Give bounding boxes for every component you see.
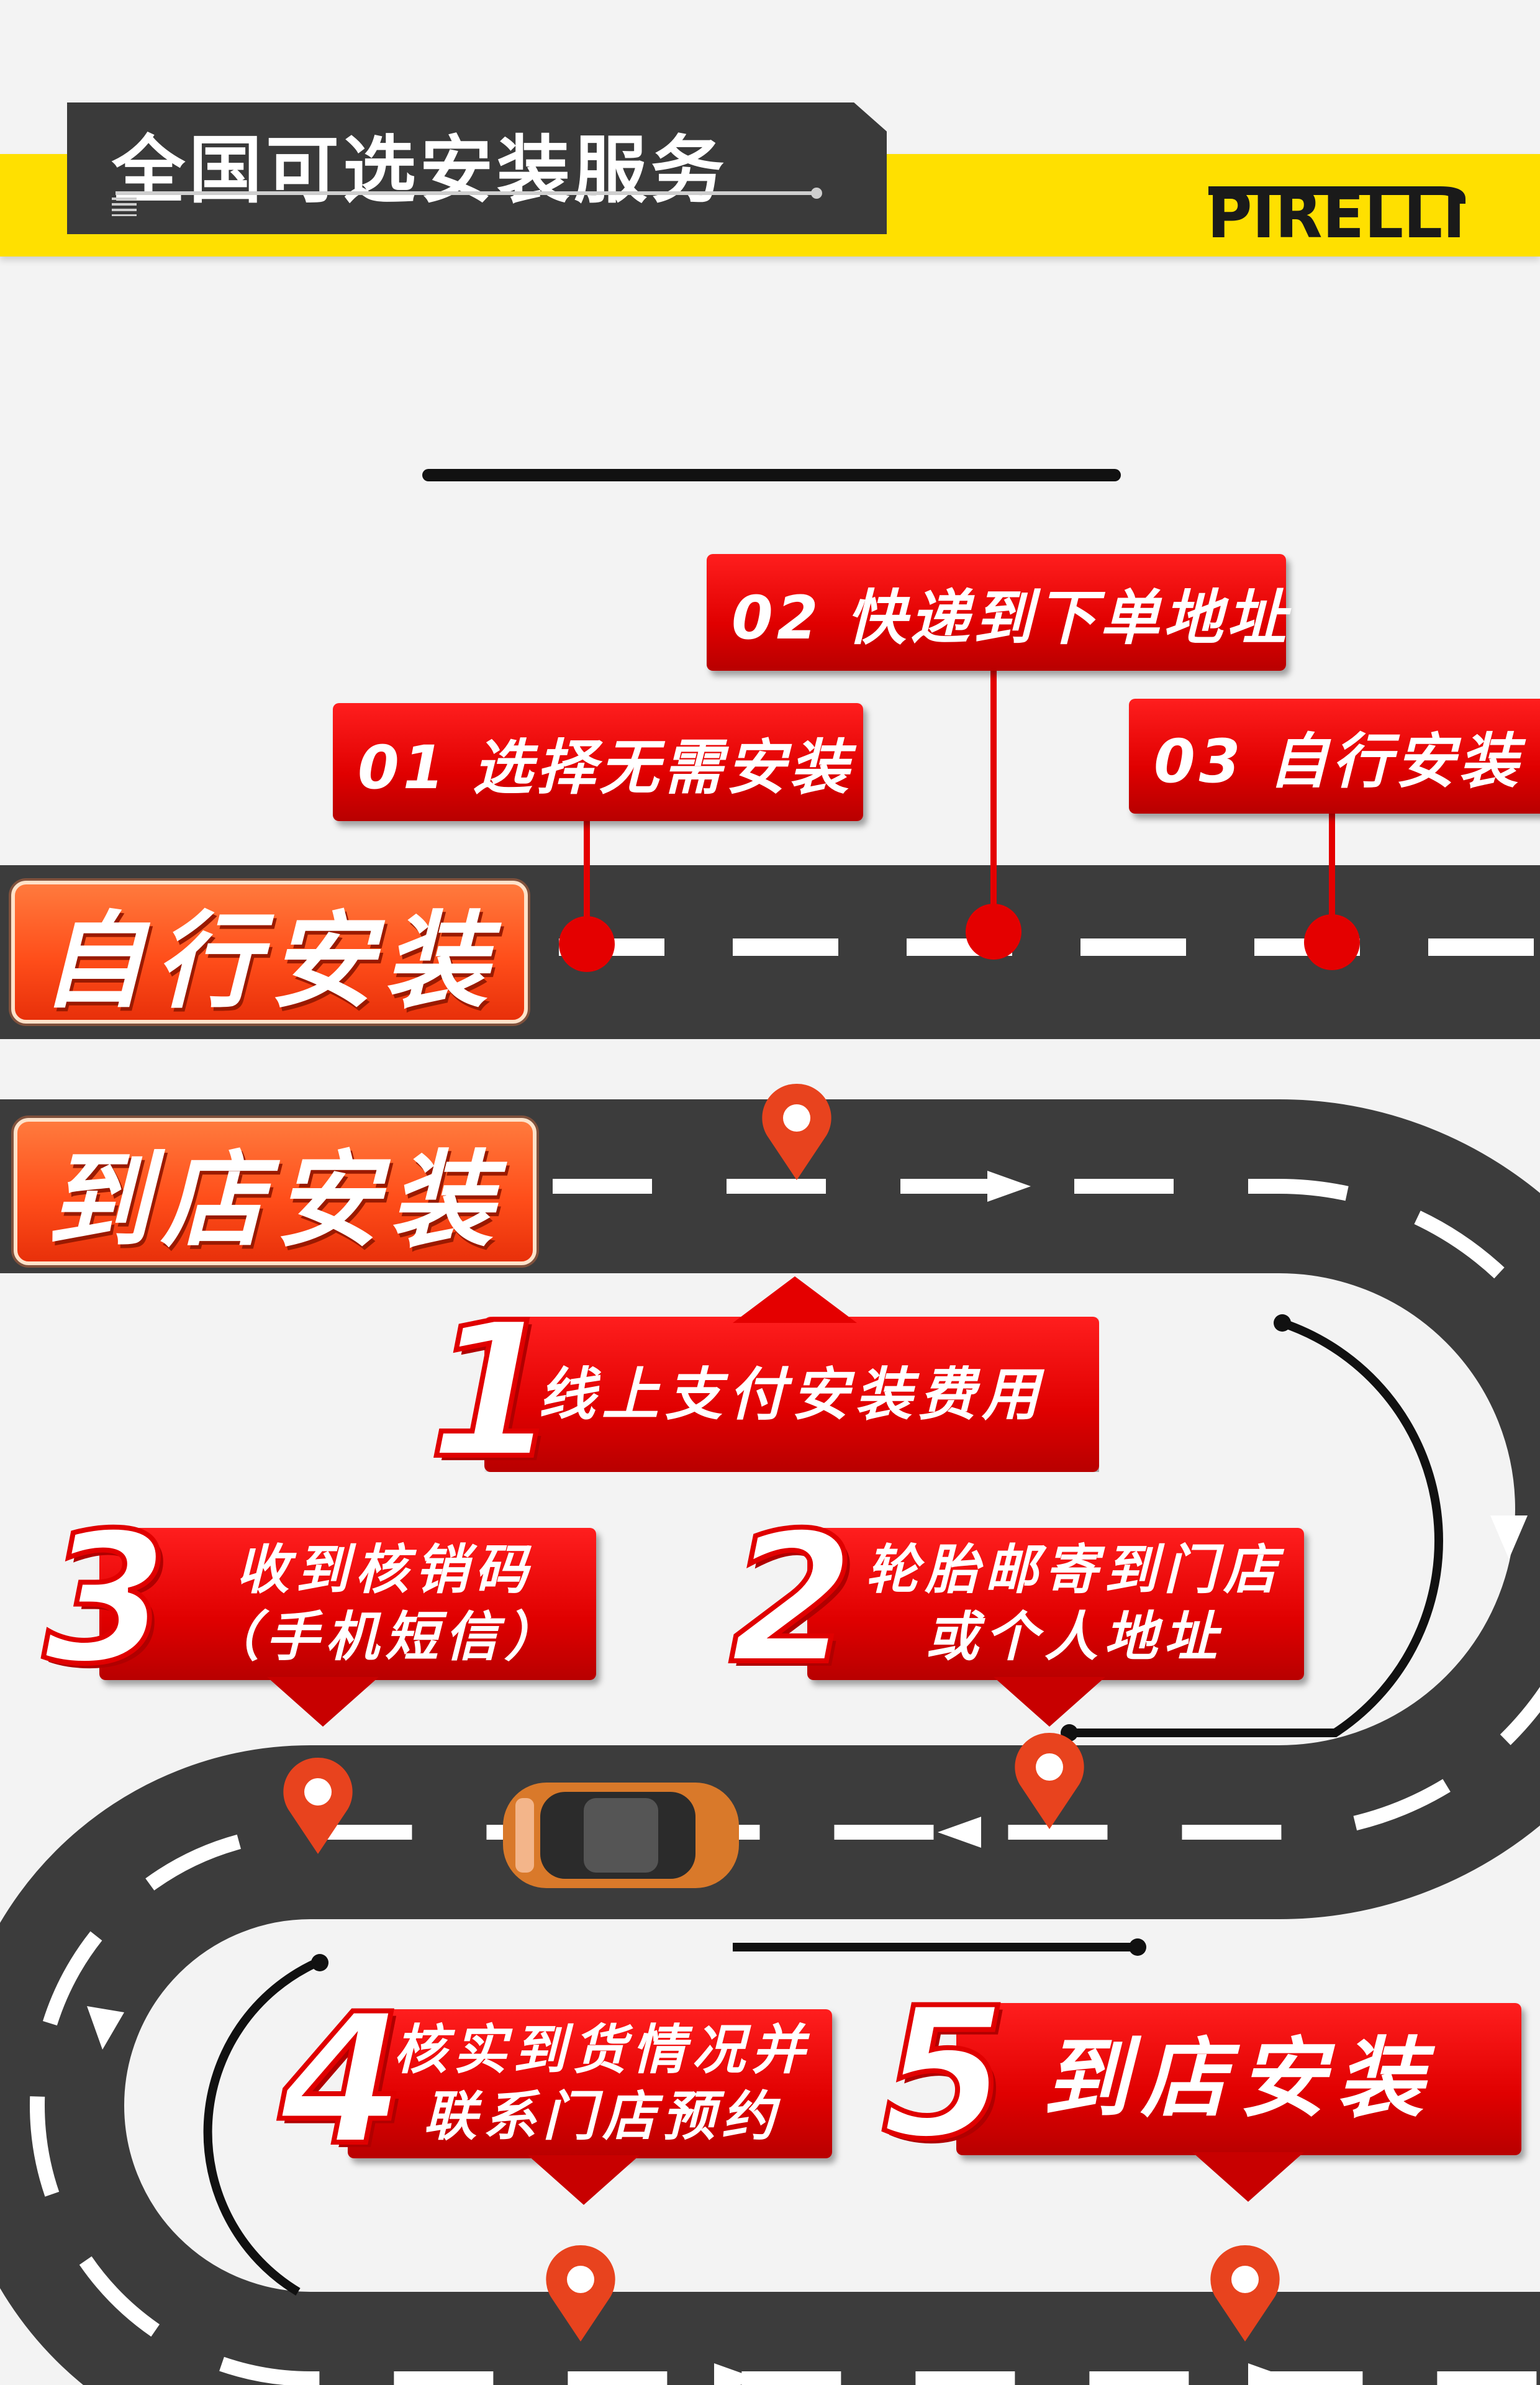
store-install-road [0, 1099, 1540, 2385]
logo-long-p-bar [1208, 186, 1465, 204]
arrow-icon [714, 2363, 758, 2385]
location-pin-icon [1015, 1732, 1084, 1829]
store-step-2-box: 轮胎邮寄到门店 或个人地址 [807, 1528, 1304, 1680]
self-install-label: 自行安装 [11, 881, 528, 1024]
title-stripes [112, 198, 137, 216]
store-step-4-box: 核实到货情况并 联系门店预约 [348, 2009, 832, 2158]
location-pin-icon [762, 1083, 831, 1180]
title-underline [116, 191, 817, 195]
arrow-icon [1248, 2363, 1292, 2385]
store-install-label: 到店安装 [14, 1118, 537, 1265]
title-underline-dot [811, 188, 822, 199]
title-banner [67, 102, 887, 234]
arrow-icon [1490, 1515, 1528, 1559]
location-pin-icon [283, 1757, 353, 1854]
store-step-1-box: 线上支付安装费用 [484, 1317, 1099, 1472]
arrow-icon [938, 1817, 981, 1848]
divider [422, 469, 1121, 481]
self-step-3: 03 自行安装 [1129, 699, 1540, 814]
connector-line [990, 665, 997, 932]
pirelli-logo: PIRELLI [1207, 180, 1465, 240]
arrow-icon [987, 1171, 1031, 1202]
step-number: 1 [426, 1283, 561, 1499]
self-step-1: 01 选择无需安装 [333, 703, 863, 821]
arrow-icon [87, 2006, 124, 2050]
curve-accent-dot [1274, 1314, 1291, 1332]
curve-accent [203, 1958, 319, 2296]
curve-accent [1068, 1319, 1443, 1737]
location-pin-icon [546, 2245, 615, 2342]
step-number: 3 [41, 1494, 171, 1704]
store-step-3-box: 收到核销码 （手机短信） [99, 1528, 596, 1680]
curve-accent-dot [311, 1954, 328, 1971]
page-title: 全国可选安装服务 [112, 127, 728, 213]
car-icon [503, 1783, 739, 1888]
divider-dot [1129, 1938, 1146, 1956]
step-number: 5 [879, 1969, 1010, 2179]
self-step-2: 02 快递到下单地址 [707, 554, 1286, 671]
store-step-5-box: 到店安装 [956, 2003, 1521, 2155]
connector-line [584, 814, 590, 944]
brand-name: PIRELLI [1207, 180, 1465, 240]
step-number: 4 [277, 1976, 407, 2185]
step-dot [559, 916, 615, 972]
connector-line [1329, 811, 1335, 944]
step-number: 2 [727, 1494, 858, 1704]
step-dot [966, 904, 1021, 960]
location-pin-icon [1210, 2245, 1280, 2342]
